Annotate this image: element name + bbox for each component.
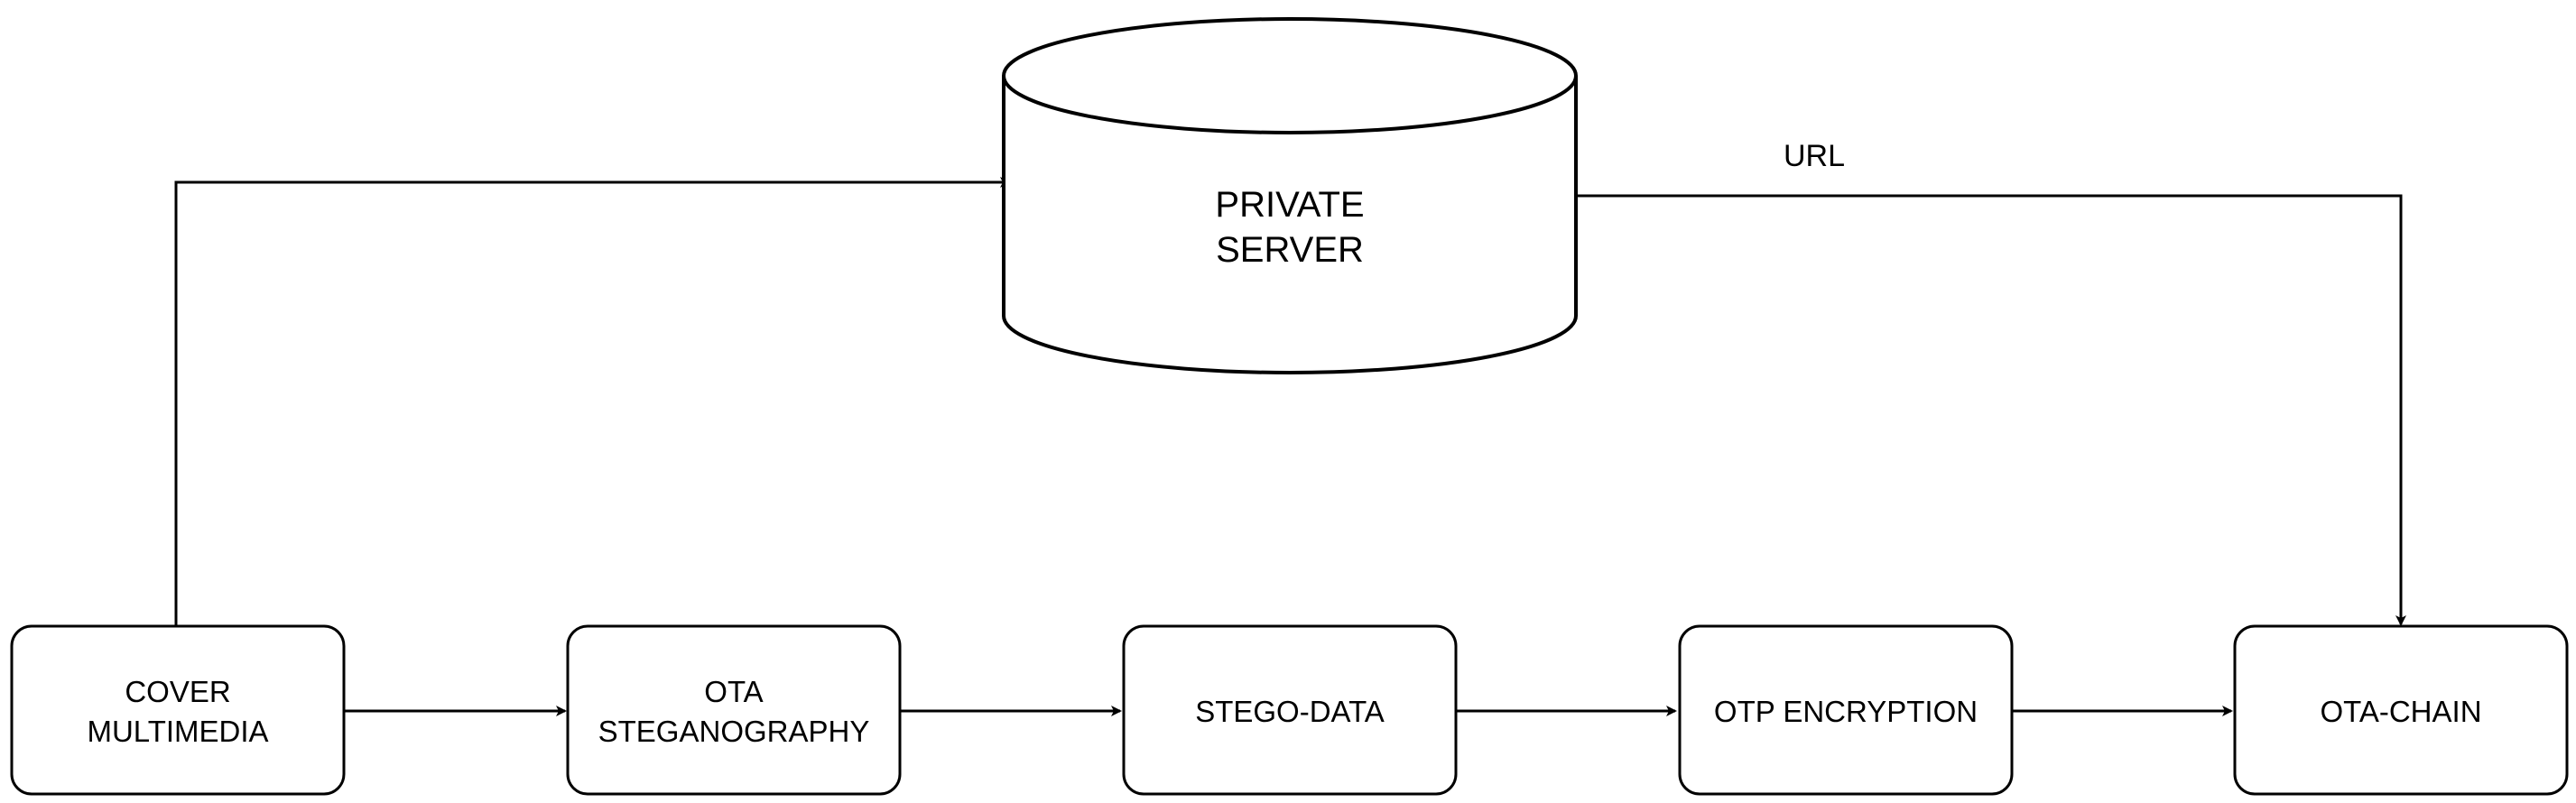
node-ota-steganography: OTA STEGANOGRAPHY: [566, 624, 902, 796]
cover-multimedia-box: [10, 624, 346, 796]
ota-chain-box: [2233, 624, 2569, 796]
ota-chain-label: OTA-CHAIN: [2320, 695, 2481, 728]
stego-data-box: [1122, 624, 1458, 796]
node-stego-data: STEGO-DATA: [1122, 624, 1458, 796]
server-cylinder-body: [1002, 76, 1578, 374]
edge-cover-to-server: [174, 177, 1011, 626]
private-server-node: PRIVATE SERVER: [1002, 17, 1578, 374]
node-cover-multimedia: COVER MULTIMEDIA: [10, 624, 346, 796]
url-edge-label: URL: [1784, 139, 1845, 173]
server-label-line1: PRIVATE: [1215, 185, 1364, 225]
node-otp-encryption: OTP ENCRYPTION: [1678, 624, 2014, 796]
server-label-line2: SERVER: [1216, 230, 1364, 270]
server-cylinder-top: [1002, 17, 1578, 134]
otp-encryption-label: OTP ENCRYPTION: [1714, 695, 1978, 728]
otp-encryption-box: [1678, 624, 2014, 796]
stego-data-label: STEGO-DATA: [1195, 695, 1385, 728]
ota-steganography-label-line2: STEGANOGRAPHY: [598, 715, 870, 748]
ota-steganography-box: [566, 624, 902, 796]
node-ota-chain: OTA-CHAIN: [2233, 624, 2569, 796]
connectors: [174, 177, 2406, 716]
edge-server-to-ota-chain: [1575, 194, 2406, 626]
cover-multimedia-label-line2: MULTIMEDIA: [87, 715, 268, 748]
cover-multimedia-label-line1: COVER: [125, 675, 230, 708]
ota-steganography-label-line1: OTA: [704, 675, 763, 708]
